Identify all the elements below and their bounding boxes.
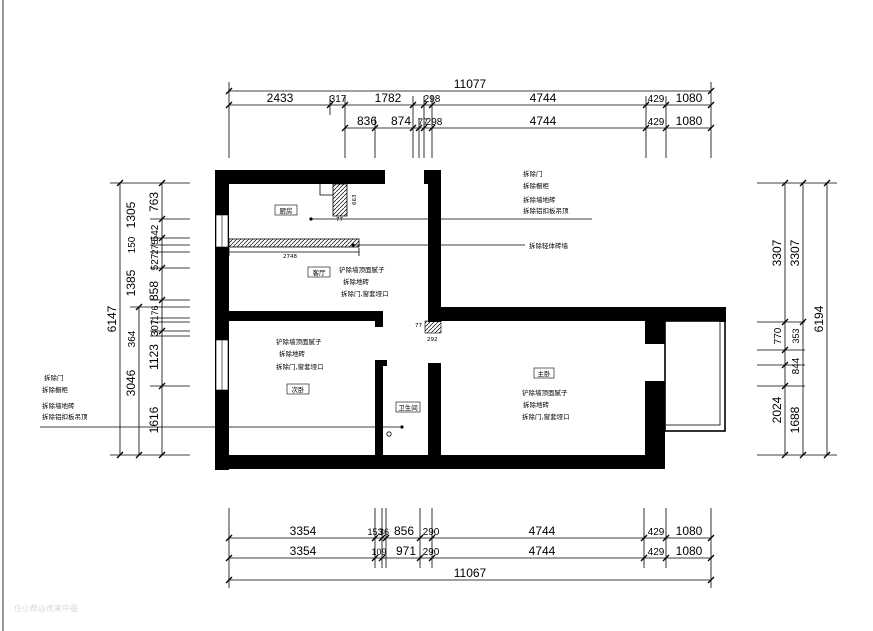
dim-left-10: 307 <box>150 319 161 336</box>
dim-right-1: 3307 <box>788 239 802 266</box>
dim-bot2-3: 971 <box>396 544 416 558</box>
notes-bathroom: 拆除门 拆除橱柜 拆除墙地砖 拆除铝扣板吊顶 <box>42 373 88 421</box>
svg-text:拆除橱柜: 拆除橱柜 <box>523 181 550 190</box>
room-label-kitchen: 厨房 <box>280 206 293 215</box>
dim-bot2-1: 3354 <box>290 544 317 558</box>
notes-living: 铲除墙顶面腻子 拆除地砖 拆除门,窗套垭口 <box>339 265 389 298</box>
dim-right-total: 6194 <box>812 305 826 332</box>
dim-left-11: 364 <box>127 330 138 347</box>
svg-text:拆除门,窗套垭口: 拆除门,窗套垭口 <box>341 289 389 298</box>
svg-text:铲除墙顶面腻子: 铲除墙顶面腻子 <box>522 388 568 397</box>
dim-top-4: 298 <box>424 94 441 105</box>
partition-wall-hatched <box>228 238 360 248</box>
dim-right-4: 353 <box>791 328 801 343</box>
dim-bot-4: 856 <box>394 524 414 538</box>
svg-text:拆除橱柜: 拆除橱柜 <box>42 385 69 394</box>
svg-text:拆除门: 拆除门 <box>44 373 64 382</box>
svg-text:拆除门: 拆除门 <box>523 169 543 178</box>
dim-bot2-7: 1080 <box>676 544 703 558</box>
dim-top2-4: 298 <box>426 117 443 128</box>
svg-text:铲除墙顶面腻子: 铲除墙顶面腻子 <box>276 337 322 346</box>
dim-top2-7: 1080 <box>676 114 703 128</box>
dim-bot-3: 36 <box>379 527 389 537</box>
dim-left-9: 176 <box>150 305 160 320</box>
svg-text:拆除地砖: 拆除地砖 <box>523 400 550 409</box>
svg-text:拆除墙地砖: 拆除墙地砖 <box>42 401 75 410</box>
dim-hall: 292 <box>427 337 438 343</box>
dim-bot-5: 290 <box>423 527 440 538</box>
dim-right-7: 1688 <box>788 406 802 433</box>
svg-text:铲除墙顶面腻子: 铲除墙顶面腻子 <box>339 265 385 274</box>
svg-text:拆除地砖: 拆除地砖 <box>343 277 370 286</box>
dim-top-7: 1080 <box>676 91 703 105</box>
dim-right-5: 844 <box>791 357 802 374</box>
notes-kitchen: 拆除门 拆除橱柜 拆除墙地砖 拆除铝扣板吊顶 <box>523 169 569 215</box>
dim-partition: 2748 <box>283 254 297 260</box>
dim-left-total: 6147 <box>105 305 119 332</box>
left-dimensions: 6147 3046 763 1305 542 150 275 527 1385 … <box>105 179 190 459</box>
right-dimensions: 3307 6194 3307 770 353 844 2024 1688 <box>757 179 837 459</box>
note-partition: 拆除轻体砖墙 <box>529 241 569 250</box>
bottom-dimensions: 3354 153 36 856 290 4744 429 1080 3354 1… <box>225 508 715 588</box>
notes-master-bedroom: 铲除墙顶面腻子 拆除地砖 拆除门,窗套垭口 <box>522 388 570 421</box>
dim-left-1: 763 <box>147 192 161 212</box>
dim-left-12: 1123 <box>147 344 161 370</box>
room-label-bathroom: 卫生间 <box>398 403 418 412</box>
dim-right-2: 3307 <box>770 239 784 266</box>
dim-top2-3: 77 <box>418 117 428 127</box>
dim-left-3: 542 <box>150 224 161 241</box>
svg-text:拆除门,窗套垭口: 拆除门,窗套垭口 <box>276 362 324 371</box>
dim-bot-1: 3354 <box>290 524 317 538</box>
dim-left-7: 1385 <box>124 269 138 296</box>
hall-column-hatched <box>424 320 442 334</box>
kitchen-column-hatched <box>332 183 348 217</box>
dim-top2-2: 874 <box>391 114 411 128</box>
room-label-second-bedroom: 次卧 <box>292 385 306 394</box>
dim-bot-2: 153 <box>367 527 382 537</box>
dim-top-3: 1782 <box>375 91 402 105</box>
dim-bot-8: 1080 <box>676 524 703 538</box>
dim-top-total: 11077 <box>454 77 487 91</box>
dim-left-5: 275 <box>150 239 160 254</box>
dim-left-4: 150 <box>127 236 138 253</box>
dim-left-2: 1305 <box>124 201 138 228</box>
dim-top2-6: 429 <box>648 117 665 128</box>
svg-text:拆除铝扣板吊顶: 拆除铝扣板吊顶 <box>42 412 88 421</box>
walls <box>215 170 726 470</box>
dim-bottom-total: 11067 <box>454 566 487 580</box>
dim-top-6: 429 <box>648 94 665 105</box>
svg-text:拆除地砖: 拆除地砖 <box>279 349 306 358</box>
dim-top-5: 4744 <box>530 91 557 105</box>
dim-hall-2: 77 <box>415 323 422 329</box>
dim-bot2-5: 4744 <box>529 544 556 558</box>
svg-text:拆除铝扣板吊顶: 拆除铝扣板吊顶 <box>523 206 569 215</box>
dim-top2-5: 4744 <box>530 114 557 128</box>
notes-second-bedroom: 铲除墙顶面腻子 拆除地砖 拆除门,窗套垭口 <box>276 337 324 371</box>
dim-bot-6: 4744 <box>529 524 556 538</box>
dim-top-2: 317 <box>330 94 347 105</box>
dim-bot-7: 429 <box>648 527 665 538</box>
dim-left-13: 1616 <box>147 406 161 433</box>
dim-bot2-6: 429 <box>648 547 665 558</box>
dim-bot2-4: 290 <box>423 547 440 558</box>
dim-kitchen-1: 663 <box>352 194 358 205</box>
dim-left-outer: 3046 <box>124 369 138 396</box>
top-dimensions: 11077 2433 317 1782 298 4744 429 1080 83… <box>225 77 715 158</box>
room-label-master-bedroom: 主卧 <box>538 369 552 378</box>
dim-top2-1: 836 <box>357 114 377 128</box>
room-label-living: 客厅 <box>313 268 327 277</box>
dim-left-6: 527 <box>150 253 161 270</box>
dim-left-8: 858 <box>147 281 161 301</box>
svg-text:拆除门,窗套垭口: 拆除门,窗套垭口 <box>522 412 570 421</box>
dim-bot2-2: 109 <box>371 547 386 557</box>
dim-right-6: 2024 <box>770 396 784 423</box>
dim-right-3: 770 <box>773 327 784 344</box>
watermark: 住小帮@虎来中墨 <box>14 603 78 613</box>
dim-kitchen-2: 77 <box>336 217 343 223</box>
dim-top-1: 2433 <box>267 91 294 105</box>
svg-text:拆除墙地砖: 拆除墙地砖 <box>523 195 556 204</box>
